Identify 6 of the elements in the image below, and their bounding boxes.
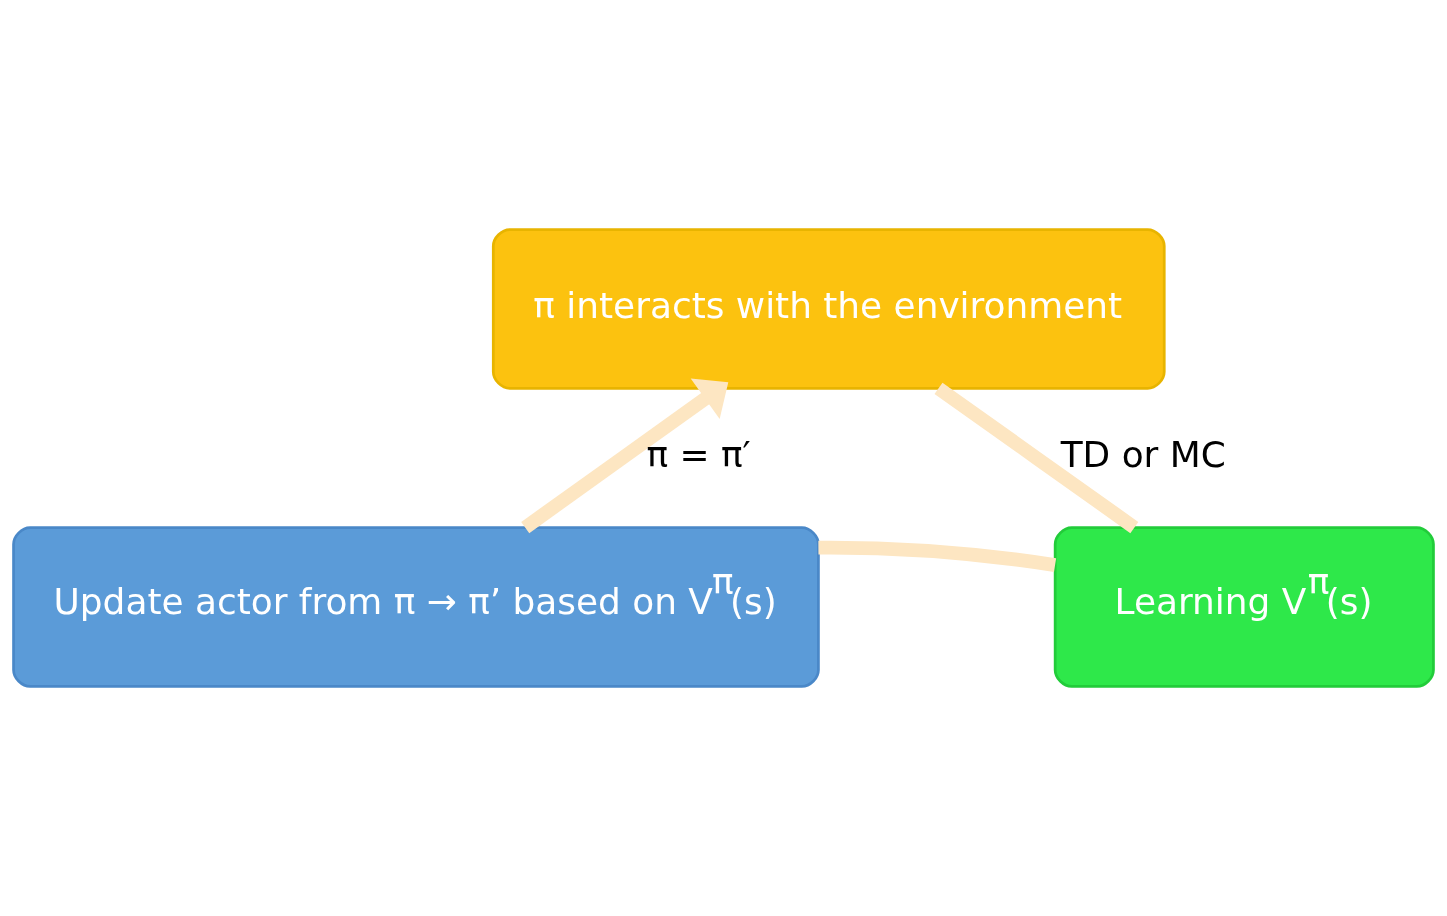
connector xyxy=(818,540,1057,572)
arrow xyxy=(521,378,729,534)
edge-label: π = π′ xyxy=(646,433,751,475)
node-box: π interacts with the environment xyxy=(491,228,1166,390)
connector xyxy=(934,382,1139,534)
edge-label: TD or MC xyxy=(1060,433,1226,475)
